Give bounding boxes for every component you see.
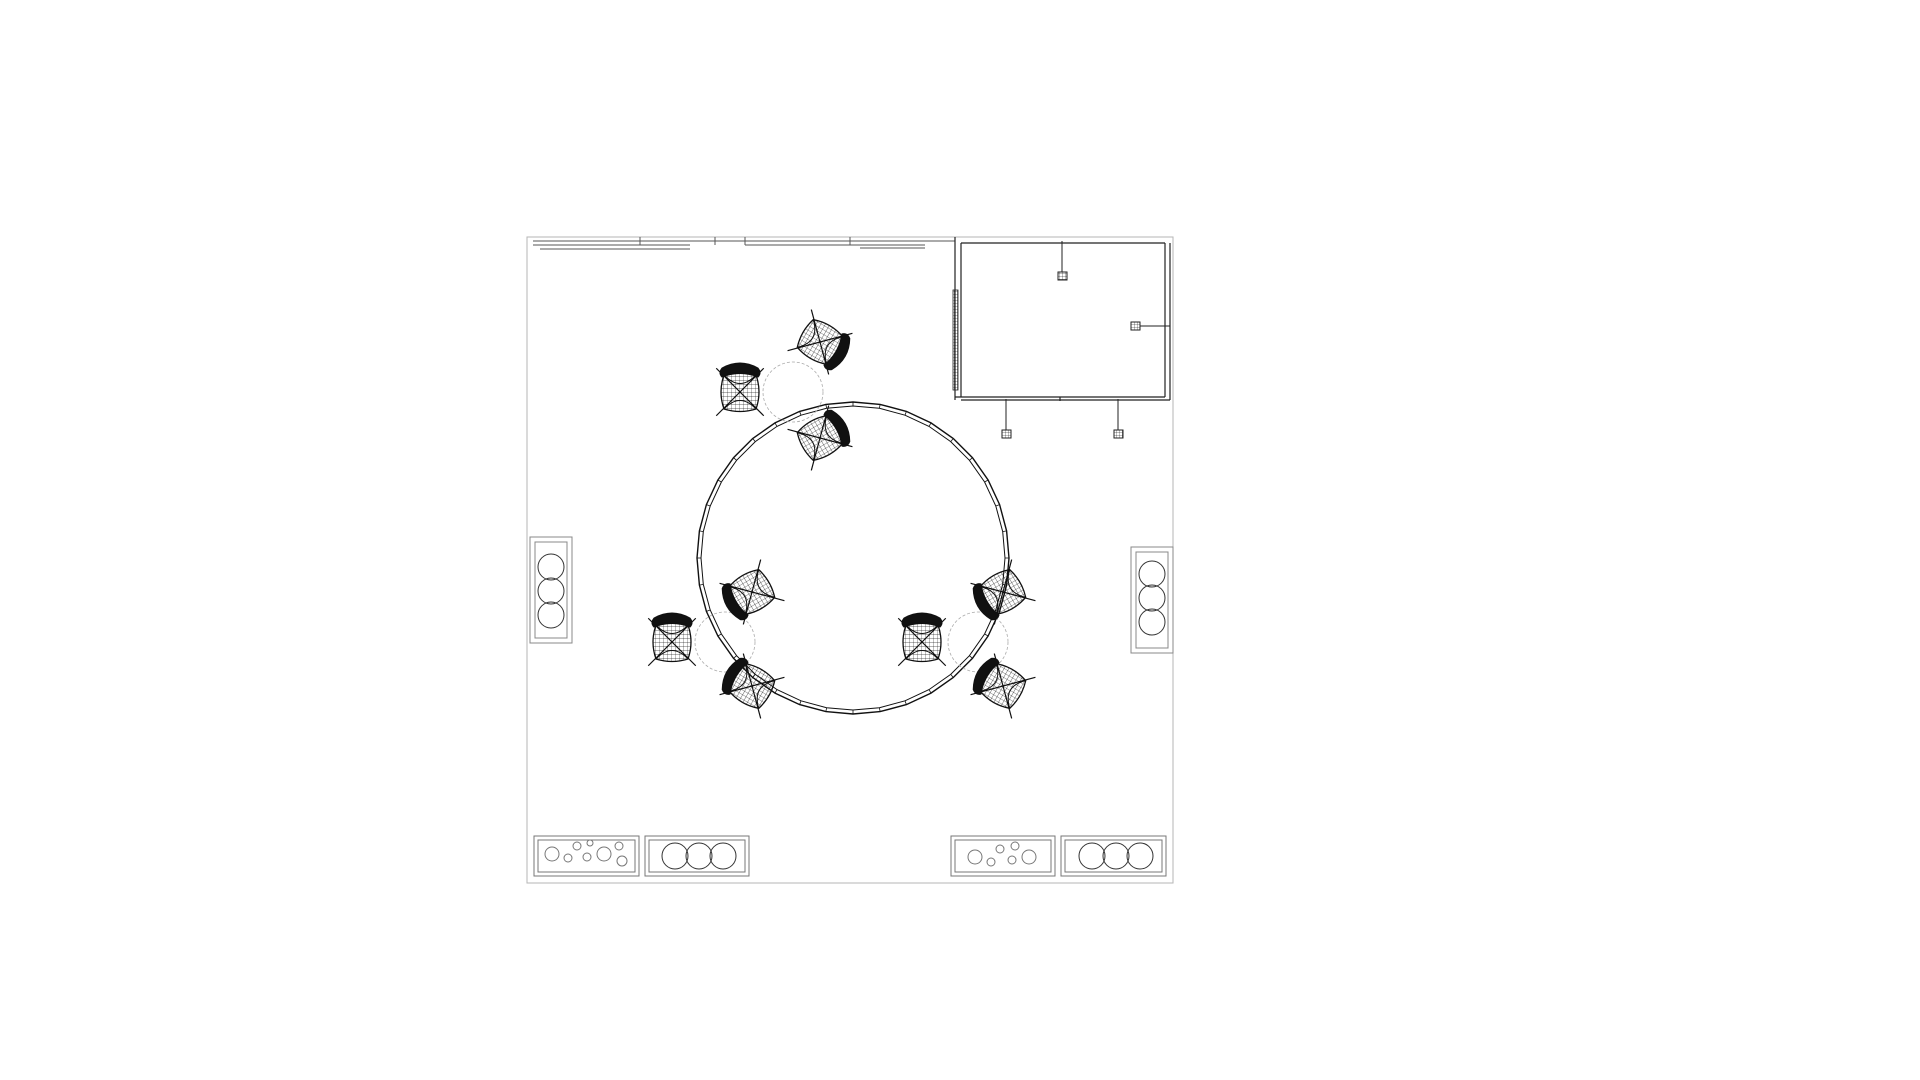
table-segment-joint bbox=[969, 457, 973, 461]
table-segment-joint bbox=[774, 422, 778, 427]
table-segment-joint bbox=[879, 707, 881, 712]
chair-seat-seam bbox=[980, 663, 1026, 709]
table-segment-joint bbox=[950, 674, 954, 678]
table-segment-joint bbox=[984, 633, 989, 637]
planter-bottom-right bbox=[950, 835, 1056, 877]
table-segment-joint bbox=[706, 504, 711, 507]
chair-seat-seam bbox=[905, 624, 939, 660]
partition-detail bbox=[952, 289, 959, 391]
chair-seat bbox=[979, 568, 1027, 616]
side-room-fixtures bbox=[1001, 241, 1170, 439]
table-segment-joint bbox=[799, 700, 802, 705]
chair-seat bbox=[728, 568, 776, 616]
table-segment-joint bbox=[733, 457, 737, 461]
table-segment-joint bbox=[699, 584, 704, 586]
table-segment-joint bbox=[984, 479, 989, 483]
chair-seat bbox=[728, 662, 776, 710]
table-segment-joint bbox=[904, 411, 907, 416]
chair bbox=[715, 362, 765, 417]
chair-seat-seam bbox=[729, 569, 775, 615]
top-wall-windows bbox=[533, 237, 955, 250]
table-segment-joint bbox=[904, 700, 907, 705]
cabinet-bottom-right bbox=[1060, 835, 1167, 877]
table-segment-joint bbox=[799, 411, 802, 416]
chair-seat bbox=[902, 621, 942, 663]
table-segment-joint bbox=[825, 707, 827, 712]
chair-seat-seam bbox=[980, 569, 1026, 615]
chair-seat-seam bbox=[723, 374, 757, 410]
table-segment-joint bbox=[699, 530, 704, 532]
chair bbox=[647, 612, 697, 667]
table-segment-joint bbox=[717, 633, 722, 637]
cabinet-left bbox=[529, 536, 573, 644]
table-segment-joint bbox=[928, 689, 932, 694]
fixture-1 bbox=[1057, 241, 1068, 281]
chair bbox=[719, 653, 785, 719]
chair bbox=[787, 309, 853, 375]
table-segment-joint bbox=[969, 655, 973, 659]
chairs bbox=[647, 309, 1036, 719]
chair bbox=[970, 559, 1036, 625]
chair-seat-seam bbox=[797, 319, 843, 365]
table-segment-joint bbox=[995, 504, 1000, 507]
table-segment-joint bbox=[717, 479, 722, 483]
table-segment-joint bbox=[733, 655, 737, 659]
table-segment-joint bbox=[706, 609, 711, 612]
table-segment-joint bbox=[1002, 530, 1007, 532]
table-segment-joint bbox=[879, 404, 881, 409]
chair bbox=[970, 653, 1036, 719]
chair bbox=[787, 405, 853, 471]
chair-seat bbox=[796, 414, 844, 462]
table-segment-joint bbox=[774, 689, 778, 694]
chair-seat-seam bbox=[729, 663, 775, 709]
chair bbox=[897, 612, 947, 667]
table-segment-joint bbox=[950, 438, 954, 442]
chair-seat bbox=[720, 371, 760, 413]
fixture-3 bbox=[1001, 399, 1012, 439]
fixture-4 bbox=[1113, 399, 1124, 439]
table-segment-joint bbox=[752, 438, 756, 442]
cabinet-bottom-left bbox=[644, 835, 750, 877]
chair-seat bbox=[796, 318, 844, 366]
table-segment-joint bbox=[928, 422, 932, 427]
planter-bottom-left bbox=[533, 835, 640, 877]
chair-seat-seam bbox=[655, 624, 689, 660]
table-segment-joint bbox=[825, 404, 827, 409]
cabinet-right bbox=[1130, 546, 1174, 654]
chair-seat bbox=[979, 662, 1027, 710]
fixture-2 bbox=[1130, 321, 1170, 331]
chair-seat-seam bbox=[797, 415, 843, 461]
chair bbox=[719, 559, 785, 625]
chair-seat bbox=[652, 621, 692, 663]
